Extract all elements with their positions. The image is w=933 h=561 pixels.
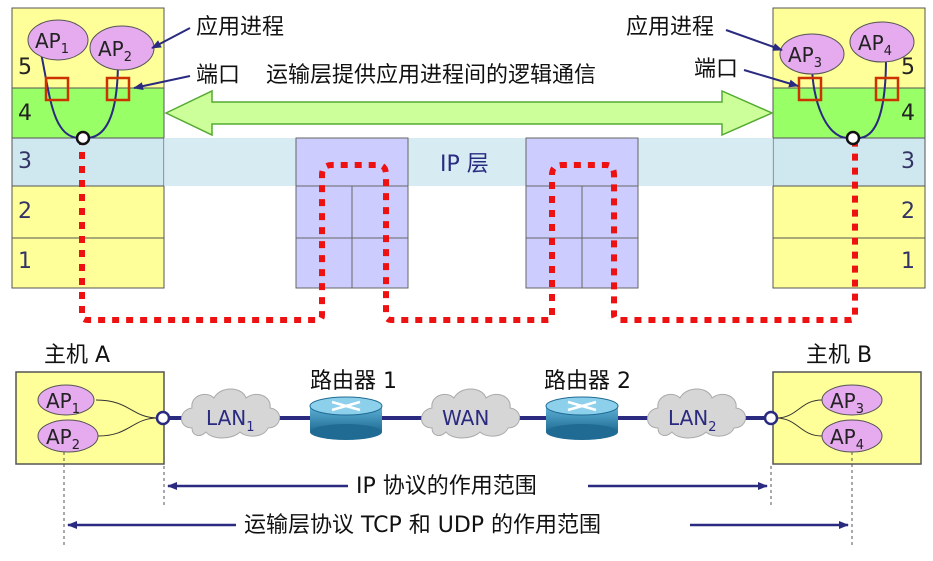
logical-communication-arrow bbox=[164, 89, 774, 137]
ap2-top-label: AP bbox=[98, 37, 124, 61]
ap1-top-label: AP bbox=[35, 29, 61, 53]
app-process-label-left: 应用进程 bbox=[196, 15, 284, 40]
ip-layer-label: IP 层 bbox=[440, 152, 489, 177]
svg-text:LAN1: LAN1 bbox=[206, 406, 255, 435]
host-a-ap1 bbox=[37, 384, 95, 416]
host-a-ap1-label: AP bbox=[46, 389, 72, 413]
host-b-ap3-sub: 3 bbox=[856, 402, 864, 417]
router-1-stack bbox=[295, 137, 409, 289]
host-a-ap2-sub: 2 bbox=[72, 438, 80, 453]
transport-scope-label: 运输层协议 TCP 和 UDP 的作用范围 bbox=[244, 513, 601, 538]
left-port-1 bbox=[44, 76, 70, 102]
right-layer-2 bbox=[772, 185, 926, 239]
router-1-icon bbox=[309, 396, 383, 440]
router-2-stack bbox=[525, 137, 639, 289]
ap3-top-label: AP bbox=[788, 43, 814, 67]
app-process-callout-right bbox=[725, 29, 783, 51]
svg-text:AP4: AP4 bbox=[830, 425, 864, 453]
host-b-ap4-label: AP bbox=[830, 425, 856, 449]
right-layer-3 bbox=[772, 137, 926, 187]
left-layer-3-number: 3 bbox=[18, 149, 32, 174]
left-layer-2 bbox=[11, 185, 165, 239]
right-layer-3-number: 3 bbox=[901, 149, 915, 174]
host-a-ap2-label: AP bbox=[46, 425, 72, 449]
left-layer-4 bbox=[11, 87, 165, 139]
host-a: AP1 AP2 bbox=[15, 371, 165, 465]
router-1-label: 路由器 1 bbox=[310, 369, 397, 394]
ap3-top: AP3 bbox=[779, 33, 845, 75]
left-layer-5-number: 5 bbox=[18, 55, 32, 80]
host-a-interface bbox=[155, 410, 171, 426]
app-process-callout-left bbox=[151, 27, 191, 49]
port-callout-right bbox=[743, 69, 799, 88]
host-b: AP3 AP4 bbox=[772, 371, 922, 465]
svg-text:AP1: AP1 bbox=[35, 29, 69, 57]
right-ap4-link bbox=[857, 57, 887, 139]
left-layer-2-number: 2 bbox=[18, 199, 32, 224]
lan1-cloud-icon: LAN1 bbox=[181, 388, 280, 439]
host-a-ap2 bbox=[37, 419, 99, 453]
host-b-ap4-sub: 4 bbox=[856, 438, 864, 453]
logical-comm-label: 运输层提供应用进程间的逻辑通信 bbox=[266, 63, 596, 88]
svg-text:AP3: AP3 bbox=[830, 389, 864, 417]
ap4-top-label: AP bbox=[858, 31, 884, 55]
ip-scope-label: IP 协议的作用范围 bbox=[356, 474, 537, 499]
lan2-sub: 2 bbox=[708, 420, 716, 435]
port-callout-left bbox=[133, 75, 191, 91]
svg-text:AP1: AP1 bbox=[46, 389, 80, 417]
lan1-sub: 1 bbox=[246, 420, 254, 435]
port-label-left: 端口 bbox=[196, 63, 240, 88]
lan2-cloud-icon: LAN2 bbox=[647, 388, 746, 439]
right-layer-2-number: 2 bbox=[901, 199, 915, 224]
left-layer-1-number: 1 bbox=[18, 249, 32, 274]
ap2-top-sub: 2 bbox=[124, 50, 132, 65]
port-label-right: 端口 bbox=[694, 57, 738, 82]
svg-text:AP3: AP3 bbox=[788, 43, 822, 71]
left-port-2 bbox=[105, 76, 131, 102]
ap2-top: AP2 bbox=[89, 25, 155, 71]
svg-text:AP2: AP2 bbox=[46, 425, 80, 453]
svg-text:AP2: AP2 bbox=[98, 37, 132, 65]
router-2-label: 路由器 2 bbox=[544, 369, 631, 394]
left-transport-junction bbox=[75, 130, 91, 146]
wan-cloud-icon: WAN bbox=[421, 388, 520, 439]
ap4-top: AP4 bbox=[849, 21, 915, 63]
lan1-label: LAN bbox=[206, 406, 246, 430]
ip-layer-band bbox=[164, 138, 773, 186]
host-b-interface bbox=[763, 410, 779, 426]
left-ap1-link bbox=[39, 47, 81, 139]
lan2-label: LAN bbox=[668, 406, 708, 430]
right-port-1 bbox=[797, 76, 823, 102]
left-layer-1 bbox=[11, 237, 165, 289]
right-layer-1 bbox=[772, 237, 926, 289]
right-port-2 bbox=[874, 76, 900, 102]
right-layer-1-number: 1 bbox=[901, 249, 915, 274]
right-layer-4-number: 4 bbox=[901, 101, 915, 126]
left-layer-3 bbox=[11, 137, 165, 187]
ap1-top-sub: 1 bbox=[61, 42, 69, 57]
host-a-box bbox=[15, 371, 165, 465]
wan-label: WAN bbox=[442, 406, 489, 430]
right-layer-5-number: 5 bbox=[901, 55, 915, 80]
ap3-top-sub: 3 bbox=[814, 56, 822, 71]
right-transport-junction bbox=[845, 130, 861, 146]
ap4-top-sub: 4 bbox=[884, 44, 892, 59]
host-b-ap3-label: AP bbox=[830, 389, 856, 413]
right-ap3-link bbox=[811, 63, 849, 139]
left-ap2-link bbox=[85, 59, 119, 139]
svg-text:LAN2: LAN2 bbox=[668, 406, 717, 435]
host-b-ap3 bbox=[821, 384, 883, 416]
router-2-icon bbox=[545, 396, 619, 440]
host-b-label: 主机 B bbox=[806, 343, 872, 368]
app-process-label-right: 应用进程 bbox=[626, 15, 714, 40]
left-layer-4-number: 4 bbox=[18, 101, 32, 126]
data-path-dotted bbox=[79, 138, 858, 323]
host-a-label: 主机 A bbox=[44, 343, 110, 368]
svg-text:AP4: AP4 bbox=[858, 31, 892, 59]
host-a-ap1-sub: 1 bbox=[72, 402, 80, 417]
ap1-top: AP1 bbox=[27, 19, 89, 61]
